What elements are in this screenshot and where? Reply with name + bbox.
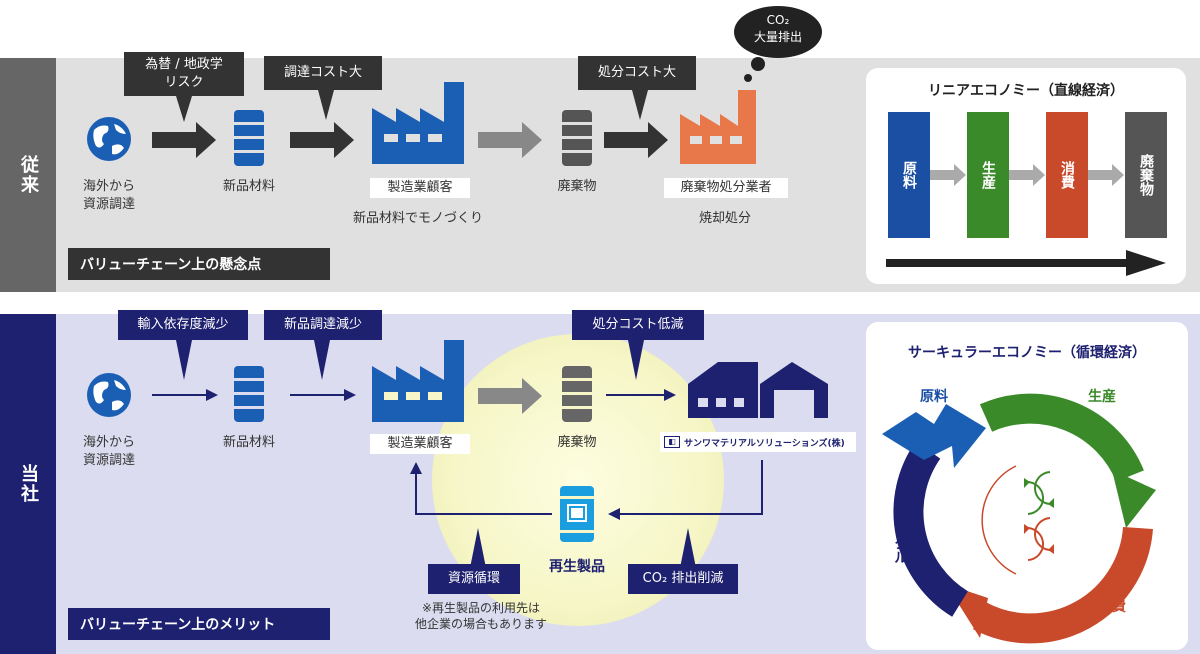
small-arrow <box>930 164 966 186</box>
return-flow-lines <box>410 460 763 520</box>
warehouse-icon <box>688 362 828 418</box>
flow-arrow <box>478 122 542 158</box>
globe-icon <box>87 117 131 161</box>
thin-arrow <box>290 389 356 401</box>
flow-arrow <box>604 122 668 158</box>
callout-pointer <box>470 528 486 568</box>
callout-pointer <box>680 528 696 568</box>
small-arrow <box>1009 164 1045 186</box>
thin-arrow <box>606 389 676 401</box>
circular-card-title: サーキュラーエコノミー（循環経済） <box>908 345 1146 361</box>
linear-box-consumption: 消費 <box>1046 112 1088 238</box>
callout-pointer <box>176 340 192 380</box>
highlight-circle <box>432 334 724 626</box>
circular-label-consumption: 消費 <box>1098 599 1126 615</box>
side-label-our-company: 当社 <box>0 314 56 654</box>
callout-import-dependency: 輸入依存度減少 <box>118 310 248 340</box>
small-arrow <box>1088 164 1124 186</box>
ribbon-merits: バリューチェーン上のメリット <box>68 608 330 640</box>
callout-pointer <box>176 96 192 122</box>
factory-icon <box>372 340 464 422</box>
flow-arrow <box>478 378 542 414</box>
barrel-icon <box>234 110 264 166</box>
callout-exchange-risk: 為替 / 地政学 リスク <box>124 52 244 96</box>
node-manufacturer-bottom: 製造業顧客 <box>370 434 470 454</box>
circular-label-recycle: リサイクル <box>892 494 908 564</box>
callout-disposal-reduction: 処分コスト低減 <box>572 310 704 340</box>
node-recycled-product: 再生製品 <box>549 559 605 575</box>
node-overseas: 海外から 資源調達 <box>82 179 135 212</box>
node-disposer-sub: 焼却処分 <box>698 211 751 226</box>
node-waste: 廃棄物 <box>557 179 597 194</box>
incinerator-icon <box>680 90 756 164</box>
callout-pointer <box>628 340 644 380</box>
callout-resource-cycle: 資源循環 <box>428 564 520 594</box>
callout-pointer <box>632 90 648 120</box>
circular-arrows-graphic <box>882 393 1156 644</box>
flow-arrow <box>290 122 354 158</box>
callout-new-procurement: 新品調達減少 <box>264 310 382 340</box>
barrel-icon <box>234 366 264 422</box>
circular-label-raw: 原料 <box>920 389 948 405</box>
node-disposer: 廃棄物処分業者 <box>664 178 788 198</box>
ribbon-concerns: バリューチェーン上の懸念点 <box>68 248 330 280</box>
callout-pointer <box>318 90 334 120</box>
flow-arrow <box>152 122 216 158</box>
company-label: ◧ サンワマテリアルソリューションズ(株) <box>660 432 856 452</box>
node-new-material-bottom: 新品材料 <box>222 435 275 450</box>
callout-co2-reduction: CO₂ 排出削減 <box>628 564 738 594</box>
linear-box-production: 生産 <box>967 112 1009 238</box>
node-manufacturer-sub: 新品材料でモノづくり <box>352 211 483 226</box>
co2-cloud-icon <box>734 6 822 82</box>
linear-box-waste: 廃棄物 <box>1125 112 1167 238</box>
globe-icon <box>87 373 131 417</box>
waste-barrel-icon <box>562 110 592 166</box>
company-logo-icon: ◧ <box>664 436 680 448</box>
recycled-note: ※再生製品の利用先は 他企業の場合もあります <box>414 601 547 631</box>
waste-barrel-icon <box>562 366 592 422</box>
recycled-barrel-icon <box>560 486 594 542</box>
linear-card-title: リニアエコノミー（直線経済） <box>928 83 1124 99</box>
node-waste-bottom: 廃棄物 <box>557 435 597 450</box>
node-new-material: 新品材料 <box>222 179 275 194</box>
callout-pointer <box>314 340 330 380</box>
linear-box-raw: 原料 <box>888 112 930 238</box>
circular-label-production: 生産 <box>1088 389 1116 405</box>
node-manufacturer: 製造業顧客 <box>370 178 470 198</box>
node-overseas-bottom: 海外から 資源調達 <box>82 435 135 468</box>
callout-disposal-cost: 処分コスト大 <box>578 56 696 90</box>
thin-arrow <box>152 389 218 401</box>
co2-cloud-text: CO₂ 大量排出 <box>753 13 802 44</box>
factory-icon <box>372 82 464 164</box>
callout-procure-cost: 調達コスト大 <box>264 56 382 90</box>
side-label-conventional: 従来 <box>0 58 56 292</box>
linear-long-arrow <box>886 250 1166 276</box>
